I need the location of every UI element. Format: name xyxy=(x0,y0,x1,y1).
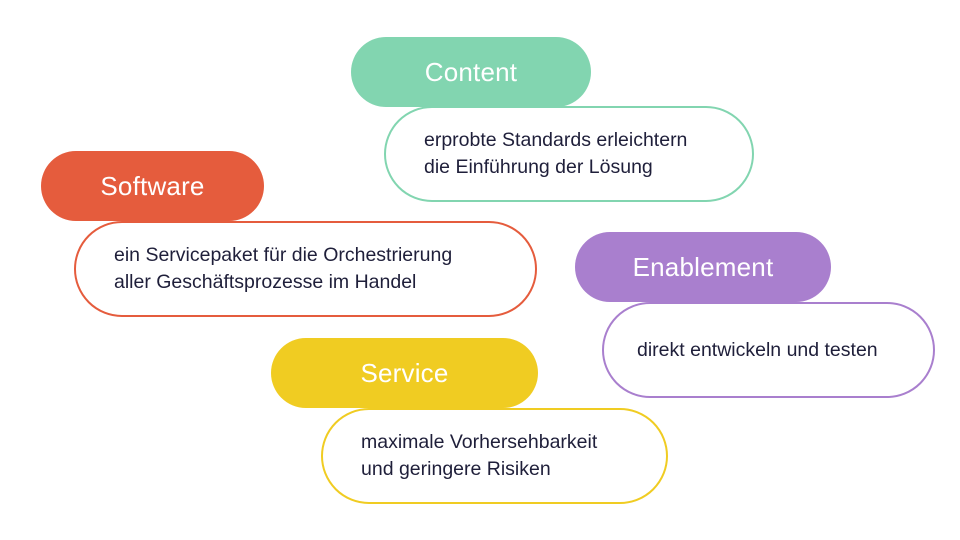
software-description-line-1: ein Servicepaket für die Orchestrierung xyxy=(114,244,453,266)
software-description-line-2: aller Geschäftsprozesse im Handel xyxy=(114,271,417,293)
software-label-pill: Software xyxy=(41,151,264,221)
content-description-line-2: die Einführung der Lösung xyxy=(424,156,653,178)
content-description-line-1: erprobte Standards erleichtern xyxy=(424,129,688,151)
service-description-line-2: und geringere Risiken xyxy=(361,458,551,480)
service-label-pill: Service xyxy=(271,338,538,408)
enablement-label-pill: Enablement xyxy=(575,232,831,302)
service-description-line-1: maximale Vorhersehbarkeit xyxy=(361,431,598,453)
content-label-pill: Content xyxy=(351,37,591,107)
service-description-box: maximale Vorhersehbarkeit und geringere … xyxy=(321,408,668,504)
enablement-description-box: direkt entwickeln und testen xyxy=(602,302,935,398)
enablement-description-line-1: direkt entwickeln und testen xyxy=(637,338,878,361)
content-description-box: erprobte Standards erleichtern die Einfü… xyxy=(384,106,754,202)
software-description-box: ein Servicepaket für die Orchestrierung … xyxy=(74,221,537,317)
